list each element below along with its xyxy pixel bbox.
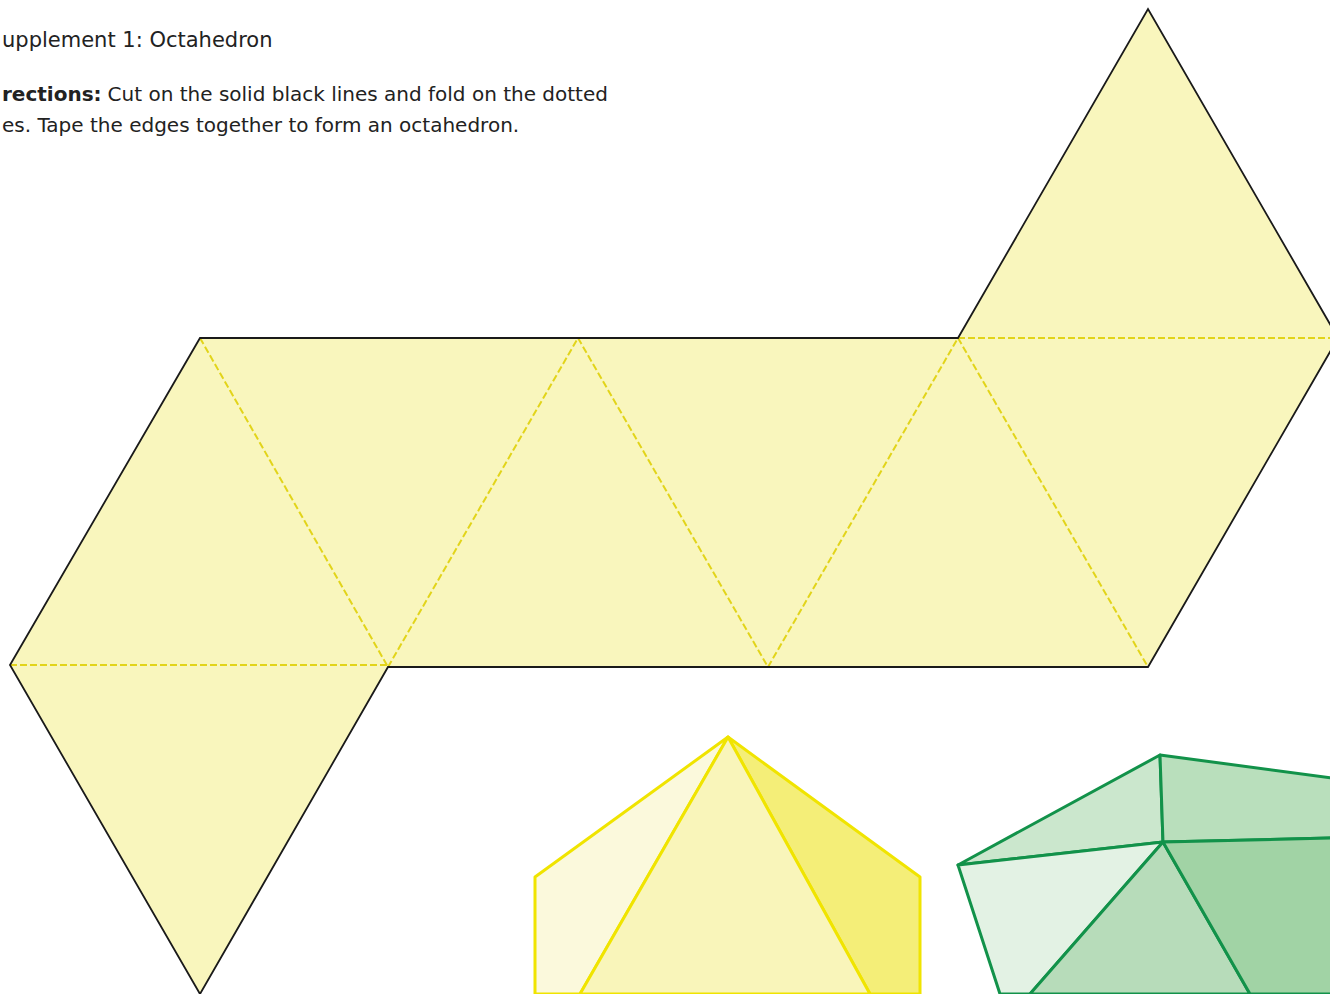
directions-heading: rections: (2, 82, 102, 106)
fold-line (958, 337, 1330, 339)
directions-line: es. Tape the edges together to form an o… (2, 113, 519, 137)
fold-lines (10, 338, 1330, 667)
model-face (580, 737, 870, 994)
fold-line (578, 338, 768, 667)
fold-line (10, 664, 388, 666)
directions-line: rections:Cut on the solid black lines an… (2, 82, 608, 106)
octahedron-model (535, 737, 920, 994)
net-faces (10, 9, 1330, 994)
model-face (1163, 838, 1330, 994)
directions-text: es. Tape the edges together to form an o… (2, 113, 519, 137)
model-face (1160, 755, 1330, 842)
icosahedron-model (958, 755, 1330, 994)
title-text: upplement 1: Octahedron (2, 28, 273, 53)
net-fill (10, 9, 1330, 994)
cut-line (10, 9, 1330, 994)
fold-line (388, 338, 578, 667)
fold-line (768, 338, 958, 667)
directions-text: Cut on the solid black lines and fold on… (108, 82, 608, 106)
fold-line (958, 338, 1148, 667)
fold-line (200, 338, 388, 667)
